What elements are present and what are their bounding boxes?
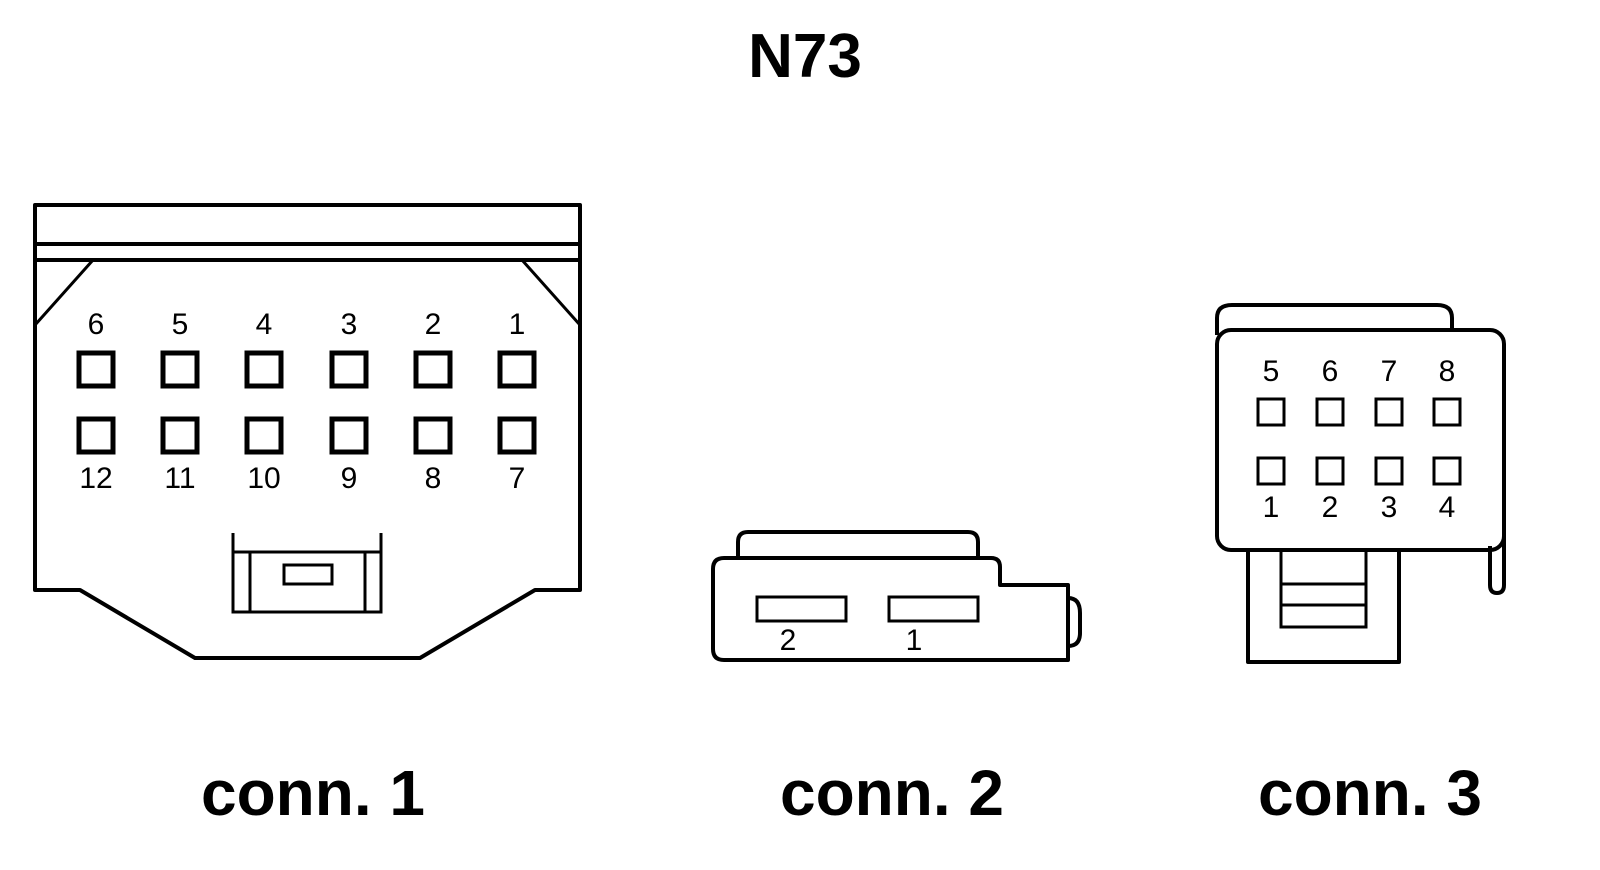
connector-1-latch-window [282, 563, 334, 586]
pin-label: 3 [1381, 491, 1398, 524]
connector-1-label: conn. 1 [201, 757, 425, 829]
connector-3-top-cap [1215, 303, 1454, 335]
pin-label: 4 [1439, 491, 1456, 524]
pin-label: 10 [247, 462, 280, 495]
pin-label: 6 [1322, 355, 1339, 388]
pin-cavity [1315, 456, 1345, 486]
pin-cavity [1374, 456, 1404, 486]
connector-1-pins: 6 5 4 3 2 1 12 11 10 9 8 7 [76, 308, 537, 495]
pin-slot [755, 595, 848, 623]
diagram-title: N73 [748, 22, 862, 91]
connector-2-side-tab [1067, 596, 1082, 648]
connector-3-label: conn. 3 [1258, 757, 1482, 829]
pin-cavity [76, 350, 116, 389]
pin-label: 6 [88, 308, 105, 341]
pin-label: 7 [1381, 355, 1398, 388]
pin-cavity [497, 350, 537, 389]
pin-cavity [160, 416, 200, 455]
pin-label: 2 [1322, 491, 1339, 524]
pin-cavity [76, 416, 116, 455]
pin-label: 3 [341, 308, 358, 341]
pin-cavity [1432, 397, 1462, 427]
connector-2-housing [711, 556, 1070, 662]
pin-label: 1 [1263, 491, 1280, 524]
pin-cavity [160, 350, 200, 389]
connector-1-chamfer-right [520, 259, 582, 326]
pin-label: 8 [1439, 355, 1456, 388]
pin-cavity [1432, 456, 1462, 486]
pin-label: 1 [906, 624, 923, 657]
connector-3-pins: 5 6 7 8 1 2 3 4 [1256, 355, 1462, 524]
pin-slot [887, 595, 980, 623]
pin-cavity [1256, 456, 1286, 486]
connector-1-housing [33, 203, 582, 660]
pin-label: 4 [256, 308, 273, 341]
pin-cavity [413, 416, 453, 455]
pin-cavity [1374, 397, 1404, 427]
pin-label: 12 [79, 462, 112, 495]
connector-3-lock-outer [1246, 550, 1401, 664]
pin-label: 11 [164, 462, 195, 495]
pin-cavity [244, 350, 284, 389]
pin-label: 8 [425, 462, 442, 495]
pin-cavity [413, 350, 453, 389]
connector-3-side-latch [1488, 536, 1506, 595]
connector-2-label: conn. 2 [780, 757, 1004, 829]
pin-label: 5 [1263, 355, 1280, 388]
pin-label: 2 [425, 308, 442, 341]
pin-label: 7 [509, 462, 526, 495]
pin-cavity [329, 416, 369, 455]
pin-cavity [329, 350, 369, 389]
connector-1-latch [231, 550, 383, 614]
connector-1-chamfer-left [33, 259, 95, 326]
connector-1: 6 5 4 3 2 1 12 11 10 9 8 7 conn. 1 [33, 203, 582, 829]
pin-label: 1 [509, 308, 526, 341]
pin-cavity [497, 416, 537, 455]
pin-cavity [1256, 397, 1286, 427]
connector-3: 5 6 7 8 1 2 3 4 conn. 3 [1215, 303, 1506, 829]
connector-3-housing [1215, 328, 1506, 552]
pin-label: 5 [172, 308, 189, 341]
pin-cavity [1315, 397, 1345, 427]
pin-label: 2 [780, 624, 797, 657]
pin-cavity [244, 416, 284, 455]
pin-label: 9 [341, 462, 358, 495]
connector-2-top-cap [736, 530, 980, 558]
connector-3-lock-inner [1279, 548, 1368, 629]
